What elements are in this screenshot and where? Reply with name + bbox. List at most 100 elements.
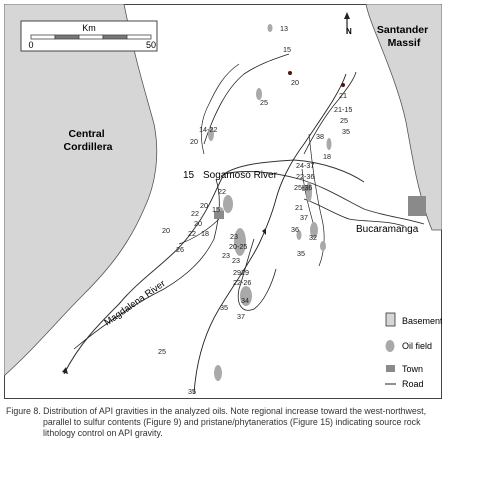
oil-field <box>267 24 273 32</box>
api-label: 13 <box>280 24 288 33</box>
api-label: 2929 <box>233 268 249 277</box>
api-label: 23 <box>230 232 238 241</box>
sogamoso-river-label: Sogamoso River <box>203 170 278 181</box>
api-labels: 13 15 20 25 21 21-15 25 35 38 14-22 20 1… <box>158 24 352 396</box>
api-label: 35 <box>220 303 228 312</box>
api-label: 22 <box>191 209 199 218</box>
legend-oil-field-label: Oil field <box>402 341 432 351</box>
api-label: 21-15 <box>334 105 352 114</box>
north-arrow-icon <box>344 12 350 34</box>
api-label: 32 <box>309 233 317 242</box>
api-label: 15 <box>283 45 291 54</box>
api-label: 37 <box>237 312 245 321</box>
oil-field <box>223 195 233 213</box>
scale-end: 50 <box>146 40 156 50</box>
north-label: N <box>346 27 352 36</box>
legend-town-label: Town <box>402 364 423 374</box>
town-marker <box>214 211 224 219</box>
town-marker <box>302 185 310 191</box>
scale-bar <box>30 34 152 40</box>
road-number-label: 15 <box>183 170 195 181</box>
figure-caption: Figure 8. Distribution of API gravities … <box>6 406 498 440</box>
direction-arrow <box>262 228 266 235</box>
oil-field <box>234 228 246 256</box>
santander-massif-label: Santander Massif <box>377 24 431 49</box>
api-label: 22-36 <box>296 172 314 181</box>
road-westbranch <box>178 218 220 245</box>
town-dot <box>341 83 345 87</box>
api-label: 34 <box>241 296 249 305</box>
sogamoso-river <box>223 171 425 225</box>
api-label: 20 <box>190 137 198 146</box>
road-south <box>237 238 277 311</box>
api-label: 20 <box>162 226 170 235</box>
scale-unit: Km <box>82 23 96 33</box>
scale-start: 0 <box>28 40 33 50</box>
api-label: 38 <box>316 132 324 141</box>
api-label: 21 <box>295 203 303 212</box>
central-cordillera-line: Central <box>68 128 104 140</box>
road-bucaramanga <box>303 198 405 227</box>
api-label: 20-25 <box>229 242 247 251</box>
oil-field <box>320 241 326 251</box>
santander-massif-line: Massif <box>388 37 421 49</box>
central-cordillera-line: Cordillera <box>63 141 112 153</box>
road-trunk <box>193 73 347 395</box>
api-label: 35 <box>297 249 305 258</box>
api-label: 22 <box>218 187 226 196</box>
oil-field <box>296 230 302 240</box>
api-label: 22 <box>188 229 196 238</box>
magdalena-river-label: Magdalena River <box>102 278 167 328</box>
api-label: 18 <box>323 152 331 161</box>
api-label: 23 <box>232 256 240 265</box>
road-northeast <box>303 71 357 155</box>
caption-line: parallel to sulfur contents (Figure 9) a… <box>43 417 421 428</box>
caption-line: lithology control on API gravity. <box>43 428 163 439</box>
api-label: 37 <box>300 213 308 222</box>
oil-field <box>256 88 262 100</box>
legend-road-label: Road <box>402 379 424 389</box>
api-label: 24-37 <box>296 161 314 170</box>
santander-massif-line: Santander <box>377 24 428 36</box>
oil-field <box>208 127 214 141</box>
api-label: 18 <box>201 229 209 238</box>
town-dot <box>288 71 292 75</box>
oil-field <box>240 286 252 306</box>
central-cordillera-label: Central Cordillera <box>63 128 112 153</box>
legend: Basement Oil field Town Road <box>385 312 442 389</box>
oil-field <box>310 222 318 238</box>
legend-basement-swatch <box>385 312 396 327</box>
api-label: 14-22 <box>199 125 217 134</box>
town-bucaramanga-marker <box>408 196 426 216</box>
api-label: 20 <box>291 78 299 87</box>
api-label: 25 <box>340 116 348 125</box>
api-label: 22-26 <box>233 278 251 287</box>
api-label: 25 <box>260 98 268 107</box>
api-label: 35 <box>188 387 196 396</box>
road-end-arrow <box>62 367 68 374</box>
legend-town-swatch <box>386 365 395 372</box>
central-cordillera-region <box>4 4 158 377</box>
api-label: 25-36 <box>294 183 312 192</box>
api-label: 25 <box>158 347 166 356</box>
road-northwest <box>200 63 240 155</box>
api-label: 26 <box>176 245 184 254</box>
api-label: 21 <box>339 91 347 100</box>
api-label: 36 <box>291 225 299 234</box>
api-label: 20 <box>200 201 208 210</box>
api-label: 15 <box>212 205 220 214</box>
api-label: 20 <box>194 219 202 228</box>
road-north <box>203 53 290 145</box>
legend-oil-field-swatch <box>385 340 395 352</box>
map: Km 0 50 N Santander Massif Central Cordi… <box>4 4 442 396</box>
oil-field <box>326 138 332 150</box>
legend-basement-label: Basement <box>402 316 442 326</box>
api-label: 23 <box>222 251 230 260</box>
caption-line: Figure 8. Distribution of API gravities … <box>6 406 427 416</box>
api-label: 35 <box>342 127 350 136</box>
road-fault-1 <box>308 133 325 267</box>
magdalena-river <box>63 159 365 375</box>
oil-field <box>214 365 222 381</box>
bucaramanga-label: Bucaramanga <box>356 224 419 235</box>
